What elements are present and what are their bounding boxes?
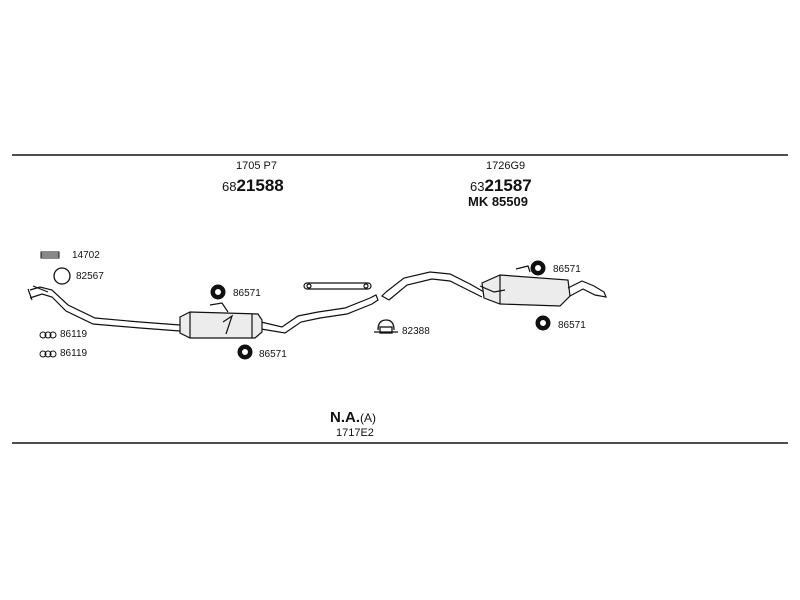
section2-code: 1726G9 — [486, 160, 526, 172]
part-86119-b: 86119 — [60, 348, 88, 359]
spring-icon — [39, 331, 57, 339]
rubber-mount-icon — [530, 260, 546, 276]
part-86119-a: 86119 — [60, 329, 88, 340]
part-86571-d: 86571 — [558, 320, 586, 331]
part-82567: 82567 — [76, 271, 104, 282]
part-86571-b: 86571 — [259, 349, 287, 360]
section2-mk: MK 85509 — [468, 194, 528, 209]
section1-code: 1705 P7 — [236, 160, 277, 172]
part-82388: 82388 — [402, 326, 430, 337]
na-text: N.A. — [330, 409, 360, 426]
part-86571-c: 86571 — [553, 264, 581, 275]
front-pipe-assembly — [27, 285, 379, 334]
section2-part-number: 6321587 — [470, 177, 532, 195]
middle-silencer — [179, 302, 263, 339]
na-suffix: (A) — [360, 411, 376, 425]
rubber-mount-icon — [535, 315, 551, 331]
section1-prefix: 68 — [222, 179, 237, 194]
part-14702: 14702 — [72, 250, 100, 261]
section2-prefix: 63 — [470, 179, 485, 194]
clamp-ring-icon — [53, 267, 71, 285]
footer-code: 1717E2 — [336, 427, 374, 439]
section1-part-number: 6821588 — [222, 177, 284, 195]
section1-number: 21588 — [236, 176, 284, 195]
rear-silencer — [479, 265, 607, 307]
u-bolt-clamp-icon — [374, 319, 398, 334]
spring-icon — [39, 350, 57, 358]
rubber-mount-icon — [237, 344, 253, 360]
gasket-icon — [40, 251, 60, 259]
section2-number: 21587 — [484, 176, 532, 195]
hanger-bracket — [303, 282, 372, 290]
na-label: N.A.(A) — [330, 410, 376, 425]
rear-pipe — [381, 271, 485, 301]
part-86571-a: 86571 — [233, 288, 261, 299]
rubber-mount-icon — [210, 284, 226, 300]
